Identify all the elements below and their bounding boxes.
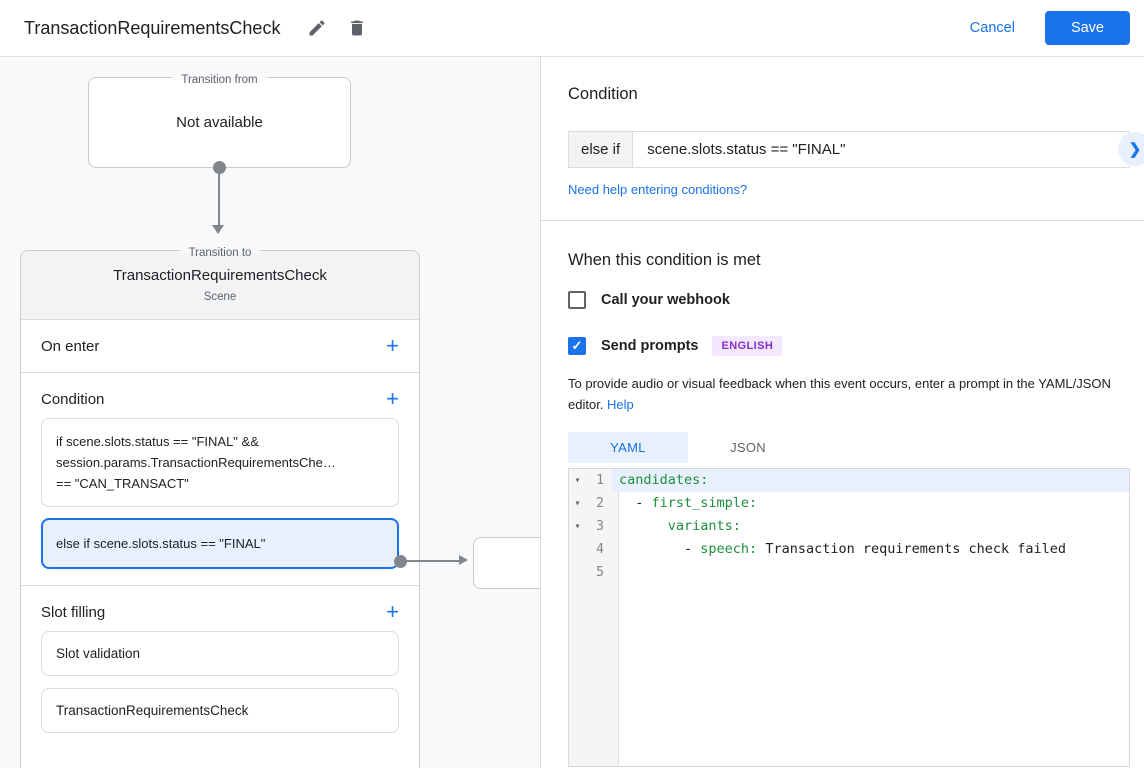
- cancel-button[interactable]: Cancel: [969, 20, 1015, 36]
- arrow-down-icon: [212, 225, 224, 234]
- line-number: 1: [596, 472, 604, 488]
- code-text: candidates:: [612, 468, 1129, 492]
- transition-target-node[interactable]: [473, 537, 540, 589]
- condition-header-row: Condition +: [21, 373, 419, 418]
- edit-pencil-icon: [309, 20, 325, 36]
- line-number: 4: [596, 541, 604, 557]
- send-prompts-row: ✓ Send prompts ENGLISH: [568, 336, 1130, 356]
- editor-line[interactable]: ▾ 1 candidates:: [569, 468, 1129, 492]
- scene-card-header[interactable]: TransactionRequirementsCheck Scene: [21, 251, 419, 320]
- fold-arrow-icon[interactable]: ▾: [574, 520, 581, 532]
- help-link[interactable]: Help: [607, 396, 634, 412]
- when-condition-heading: When this condition is met: [568, 251, 761, 269]
- transition-from-value: Not available: [176, 114, 263, 131]
- condition-section-label: Condition: [41, 390, 105, 408]
- yaml-editor[interactable]: ▾ 1 candidates: ▾ 2 - first_simple: ▾ 3 varian…: [568, 467, 1130, 767]
- edit-scene-button[interactable]: [300, 11, 334, 45]
- panel-title: Condition: [568, 85, 638, 103]
- editor-lines: ▾ 1 candidates: ▾ 2 - first_simple: ▾ 3 varian…: [569, 468, 1129, 584]
- add-condition-button[interactable]: +: [386, 386, 399, 411]
- add-slot-button[interactable]: +: [386, 599, 399, 624]
- trash-icon: [351, 20, 364, 36]
- fold-arrow-icon[interactable]: ▾: [574, 474, 581, 486]
- line-number: 2: [596, 495, 604, 511]
- condition-input-group: else if: [568, 131, 1130, 168]
- tab-yaml[interactable]: YAML: [568, 431, 688, 463]
- code-text: variants:: [667, 517, 741, 534]
- arrow-right-icon: [459, 555, 468, 565]
- language-badge: ENGLISH: [712, 336, 783, 356]
- call-webhook-label: Call your webhook: [601, 292, 730, 308]
- send-prompts-label: Send prompts: [601, 338, 699, 354]
- editor-line[interactable]: 4 - speech: Transaction requirements che…: [569, 538, 1129, 561]
- condition-prefix-label: else if: [569, 132, 634, 167]
- code-text: - speech: Transaction requirements check…: [619, 540, 1067, 557]
- divider: [541, 220, 1144, 221]
- checkmark-icon: ✓: [571, 338, 583, 353]
- code-text: - first_simple:: [619, 494, 758, 511]
- scene-flow-canvas[interactable]: Transition from Not available Transition…: [0, 57, 540, 768]
- call-webhook-checkbox[interactable]: [568, 291, 586, 309]
- fold-spacer: [569, 561, 586, 584]
- transition-to-node[interactable]: Transition to TransactionRequirementsChe…: [20, 247, 420, 768]
- editor-line[interactable]: 5: [569, 561, 1129, 584]
- delete-scene-button[interactable]: [340, 11, 374, 45]
- condition-item-selected[interactable]: else if scene.slots.status == "FINAL": [41, 518, 399, 569]
- chevron-right-icon: ❯: [1128, 141, 1142, 158]
- transition-from-node: Transition from Not available: [88, 74, 351, 168]
- condition-panel: ❯ Condition else if Need help entering c…: [540, 57, 1144, 768]
- scene-name: TransactionRequirementsCheck: [113, 267, 327, 284]
- on-enter-row[interactable]: On enter +: [21, 320, 419, 373]
- scene-type: Scene: [203, 291, 237, 303]
- slot-filling-header-row: Slot filling +: [21, 586, 419, 631]
- editor-line[interactable]: ▾ 3 variants:: [569, 515, 1129, 538]
- prompt-description: To provide audio or visual feedback when…: [568, 374, 1130, 416]
- connector-line: [400, 560, 460, 562]
- fold-arrow-icon[interactable]: ▾: [574, 497, 581, 509]
- editor-gutter: [569, 468, 619, 766]
- add-on-enter-button[interactable]: +: [386, 333, 399, 358]
- condition-item[interactable]: if scene.slots.status == "FINAL" &&sessi…: [41, 418, 399, 507]
- fold-spacer: [569, 538, 586, 561]
- prompt-description-text: To provide audio or visual feedback when…: [568, 376, 1111, 412]
- slot-filling-section-label: Slot filling: [41, 603, 106, 621]
- tab-json[interactable]: JSON: [688, 432, 808, 463]
- code-text: [612, 561, 1129, 584]
- slot-filling-item[interactable]: TransactionRequirementsCheck: [41, 688, 399, 733]
- page-title: TransactionRequirementsCheck: [24, 17, 281, 38]
- save-button[interactable]: Save: [1044, 11, 1130, 45]
- conditions-help-link[interactable]: Need help entering conditions?: [568, 182, 748, 197]
- editor-line[interactable]: ▾ 2 - first_simple:: [569, 492, 1129, 515]
- connector-line: [218, 167, 220, 225]
- top-bar: TransactionRequirementsCheck Cancel Save: [0, 0, 1144, 57]
- line-number: 5: [596, 564, 604, 580]
- line-number: 3: [596, 518, 604, 534]
- collapse-panel-button[interactable]: ❯: [1118, 132, 1144, 166]
- slot-filling-item[interactable]: Slot validation: [41, 631, 399, 676]
- transition-from-label: Transition from: [172, 74, 267, 86]
- condition-items: if scene.slots.status == "FINAL" &&sessi…: [21, 418, 419, 586]
- webhook-row: Call your webhook: [568, 291, 1130, 309]
- send-prompts-checkbox[interactable]: ✓: [568, 337, 586, 355]
- condition-input[interactable]: [633, 132, 1129, 167]
- on-enter-label: On enter: [41, 337, 100, 355]
